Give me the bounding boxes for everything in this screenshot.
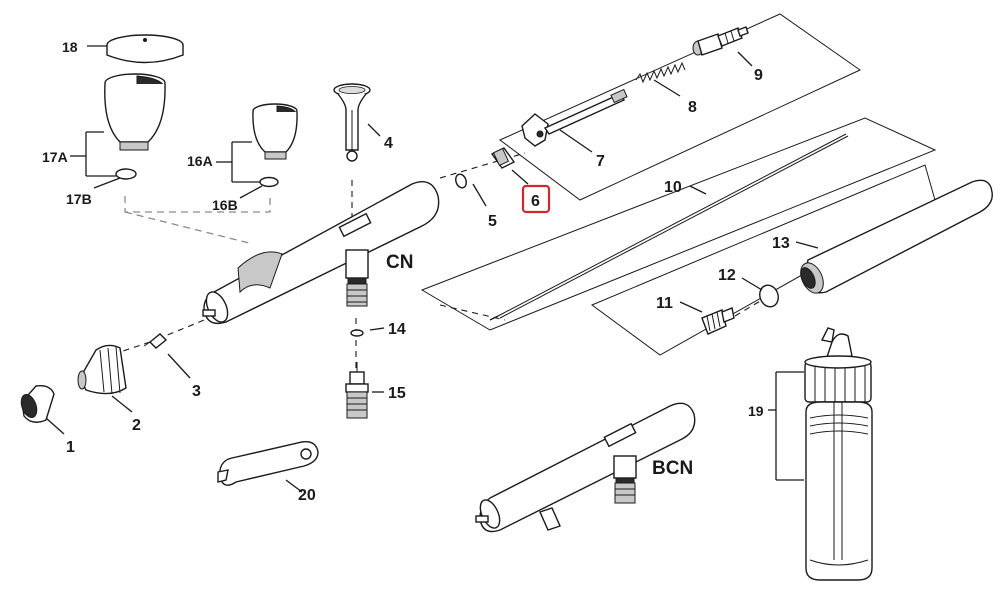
- tail-stop-part-11: [701, 307, 735, 335]
- label-part-2: 2: [132, 417, 141, 434]
- nozzle-cap-part-2: [77, 344, 127, 395]
- color-bottle-part-19: [804, 327, 873, 581]
- handle-part-13: [800, 179, 993, 294]
- highlight-box-part-6: [521, 184, 551, 214]
- label-model-cn: CN: [386, 252, 413, 273]
- label-model-bcn: BCN: [652, 458, 693, 479]
- label-part-14: 14: [388, 321, 406, 338]
- o-ring-part-16b: [259, 176, 279, 188]
- label-part-7: 7: [596, 153, 605, 170]
- label-part-1: 1: [66, 439, 75, 456]
- o-ring-part-5: [455, 173, 467, 189]
- rear-assembly-panel: [499, 13, 861, 201]
- label-part-18: 18: [62, 39, 78, 55]
- label-part-17b: 17B: [66, 191, 92, 207]
- nozzle-guard-part-1: [20, 384, 55, 423]
- large-cup-part-17a: [104, 73, 166, 151]
- guide-part-6: [490, 147, 516, 169]
- label-part-11: 11: [656, 295, 673, 312]
- label-part-9: 9: [754, 67, 763, 84]
- nozzle-part-3: [143, 333, 168, 349]
- label-part-16a: 16A: [187, 153, 213, 169]
- air-valve-part-15: [345, 362, 369, 419]
- label-part-15: 15: [388, 385, 406, 402]
- wrench-part-20: [217, 441, 319, 486]
- leader-lines: [45, 45, 819, 493]
- assembly-guide-lines: [119, 152, 763, 370]
- label-part-6: 6: [531, 193, 540, 210]
- o-ring-part-17b: [115, 168, 137, 180]
- o-ring-part-14: [350, 329, 364, 337]
- label-part-13: 13: [772, 235, 790, 252]
- o-ring-part-12: [759, 284, 779, 308]
- label-part-19: 19: [748, 403, 764, 419]
- label-part-17a: 17A: [42, 149, 68, 165]
- spring-part-8: [635, 61, 686, 84]
- chucking-nut-part-9: [692, 26, 749, 56]
- label-part-20: 20: [298, 487, 316, 504]
- label-part-3: 3: [192, 383, 201, 400]
- cup-lid-part-18: [106, 34, 184, 64]
- airbrush-body-bcn: [475, 402, 696, 533]
- label-part-5: 5: [488, 213, 497, 230]
- callout-labels: 18 17A 17B 16A 16B 4 5 6 7 8 9 10 11 12 …: [42, 39, 790, 504]
- airbrush-body-cn: [202, 181, 440, 325]
- needle-panel: [420, 117, 937, 331]
- small-cup-part-16a: [252, 103, 298, 160]
- trigger-part-4: [333, 83, 371, 162]
- label-part-12: 12: [718, 267, 736, 284]
- needle-chucking-guide-part-7: [521, 88, 628, 147]
- label-part-16b: 16B: [212, 197, 238, 213]
- label-part-8: 8: [688, 99, 697, 116]
- label-part-4: 4: [384, 135, 393, 152]
- needle-part-10: [489, 133, 849, 321]
- label-part-10: 10: [664, 179, 682, 196]
